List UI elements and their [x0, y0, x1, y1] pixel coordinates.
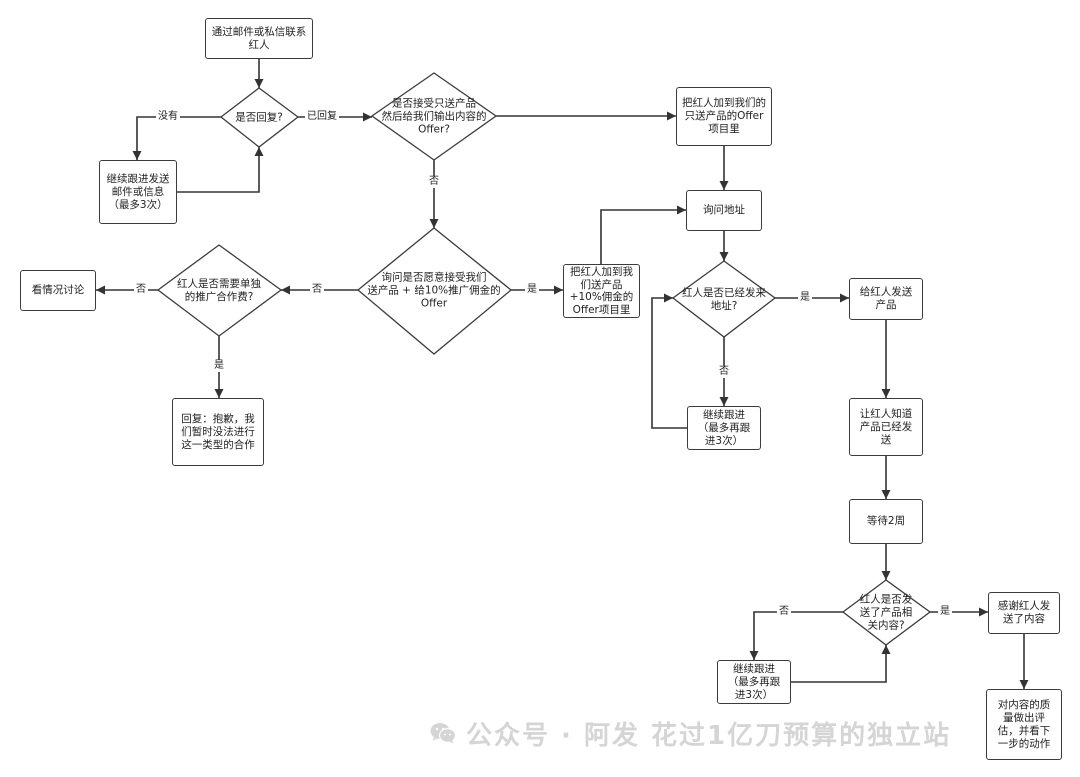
edge-label-commission-yes: 是 [525, 284, 539, 296]
edge-label-address-yes: 是 [798, 292, 812, 304]
decision-commission-label: 询问是否愿意接受我们 送产品 + 给10%推广佣金的 Offer [367, 271, 501, 310]
node-contact-influencer: 通过邮件或私信联系 红人 [205, 18, 313, 59]
edge-label-content-no: 否 [777, 606, 791, 618]
edge-follow-up-to-address-received [651, 293, 687, 429]
decision-content-posted-diamond [841, 579, 932, 646]
edge-replied-no-to-follow-up [132, 116, 221, 160]
decision-product-only-diamond [370, 72, 498, 161]
node-add-to-product-only-offer: 把红人加到我们的 只送产品的Offer 项目里 [676, 87, 772, 146]
edge-content-no-to-follow-up [749, 611, 843, 660]
decision-commission-diamond [356, 227, 513, 355]
node-evaluate-content: 对内容的质 量做出评 估，并看下 一步的动作 [986, 689, 1062, 760]
edge-follow-up-to-content-posted [791, 645, 891, 683]
node-discuss-case-by-case: 看情况讨论 [20, 270, 96, 311]
edge-label-extra-fee-yes: 是 [212, 360, 226, 372]
decision-address-received-diamond [671, 260, 777, 338]
edge-label-replied-yes: 已回复 [305, 111, 339, 123]
node-decline-reply: 回复：抱歉，我 们暂时没法进行 这一类型的合作 [172, 398, 264, 466]
edge-label-content-yes: 是 [938, 606, 952, 618]
edge-follow-up-to-replied [177, 147, 264, 193]
node-follow-up-address: 继续跟进 （最多再跟 进3次） [687, 406, 761, 450]
edge-label-extra-fee-no: 否 [134, 284, 148, 296]
decision-extra-fee-diamond [156, 244, 283, 337]
decision-address-received-label: 红人是否已经发来 地址? [682, 287, 766, 312]
edge-commission-offer-to-ask-address [600, 205, 686, 264]
node-ask-address: 询问地址 [686, 190, 762, 231]
node-wait-two-weeks: 等待2周 [849, 499, 923, 544]
edge-label-address-no: 否 [717, 366, 731, 378]
decision-replied-diamond [219, 87, 300, 148]
edge-label-replied-no: 没有 [156, 111, 180, 123]
node-follow-up-message: 继续跟进发送 邮件或信息 （最多3次） [99, 160, 177, 224]
decision-replied-label: 是否回复? [235, 111, 283, 124]
decision-extra-fee-label: 红人是否需要单独 的推广合作费? [177, 278, 261, 303]
decision-content-posted-label: 红人是否发 送了产品相 关内容? [859, 593, 913, 632]
node-ship-product: 给红人发送 产品 [849, 278, 923, 320]
node-follow-up-content: 继续跟进 （最多再跟 进3次） [717, 660, 791, 704]
node-notify-shipped: 让红人知道 产品已经发 送 [849, 398, 923, 456]
decision-product-only-label: 是否接受只送产品 然后给我们输出内容的 Offer? [381, 97, 487, 136]
node-thank-influencer: 感谢红人发 送了内容 [988, 592, 1060, 634]
edge-label-commission-no: 否 [310, 284, 324, 296]
edge-label-product-only-no: 否 [427, 176, 441, 188]
node-add-to-commission-offer: 把红人加到我 们送产品 +10%佣金的 Offer项目里 [563, 264, 640, 318]
